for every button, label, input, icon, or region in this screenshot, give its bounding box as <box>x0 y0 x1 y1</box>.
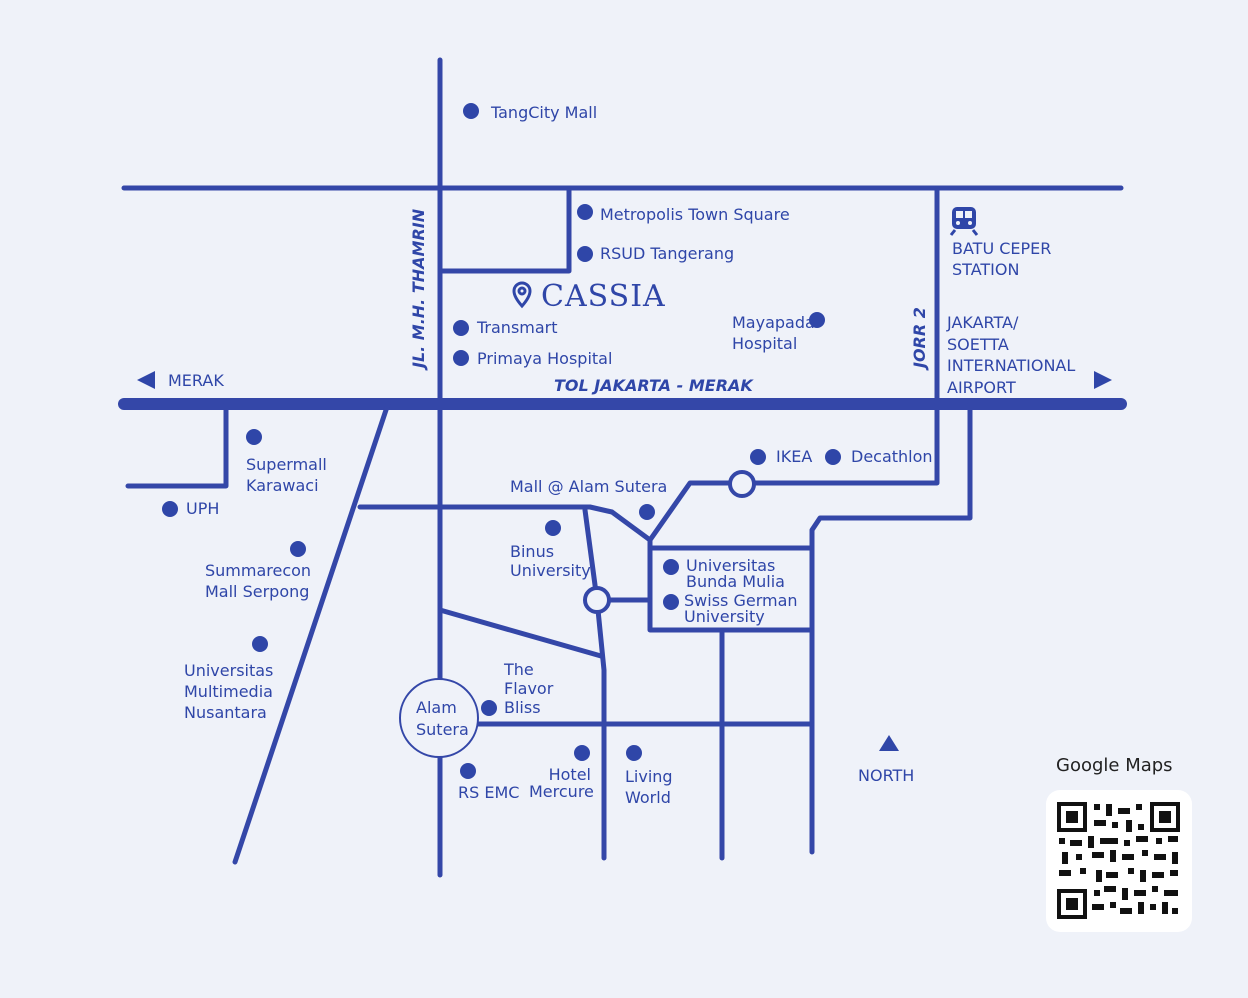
qr-title: Google Maps <box>1056 755 1173 776</box>
marker-flavor-bliss <box>481 700 497 716</box>
marker-decathlon <box>825 449 841 465</box>
landmark-label: RSUD Tangerang <box>600 244 735 263</box>
landmark-label: Universitas Multimedia Nusantara <box>184 661 274 722</box>
landmark-label: Living World <box>625 767 673 807</box>
landmark-label: Metropolis Town Square <box>600 205 790 224</box>
landmark-label: Primaya Hospital <box>477 349 613 368</box>
landmark-label: UPH <box>186 499 220 518</box>
marker-transmart <box>453 320 469 336</box>
landmark-markers <box>162 103 841 779</box>
marker-ubm <box>663 559 679 575</box>
marker-ikea <box>750 449 766 465</box>
qr-card[interactable] <box>1046 790 1192 932</box>
landmark-label: Mall @ Alam Sutera <box>510 477 668 496</box>
marker-rs-emc <box>460 763 476 779</box>
train-icon <box>949 207 979 236</box>
landmark-label: Hotel Mercure <box>529 765 594 801</box>
north-arrow-icon <box>879 735 899 751</box>
marker-summarecon <box>290 541 306 557</box>
landmark-label: Binus University <box>510 542 591 580</box>
alam-sutera-label: Alam Sutera <box>416 698 469 739</box>
marker-metropolis <box>577 204 593 220</box>
toll-road-label: TOL JAKARTA - MERAK <box>554 376 753 395</box>
marker-supermall <box>246 429 262 445</box>
marker-living-world <box>626 745 642 761</box>
landmark-label: IKEA <box>776 447 813 466</box>
thamrin-road-label: JL. M.H. THAMRIN <box>409 208 428 368</box>
marker-umn <box>252 636 268 652</box>
landmark-label: Universitas Bunda Mulia <box>686 556 785 591</box>
west-direction-label: MERAK <box>168 371 224 390</box>
qr-code-icon <box>1057 802 1180 919</box>
landmark-label: RS EMC <box>458 783 520 802</box>
landmark-label: Mayapada Hospital <box>732 313 815 353</box>
marker-tangcity <box>463 103 479 119</box>
marker-mercure <box>574 745 590 761</box>
marker-uph <box>162 501 178 517</box>
roundabout-ikea <box>728 470 756 498</box>
jorr-road-label: JORR 2 <box>910 307 929 368</box>
north-label: NORTH <box>858 766 915 785</box>
east-arrow-icon <box>1094 371 1112 389</box>
marker-primaya <box>453 350 469 366</box>
alam-sutera-circle <box>399 678 479 758</box>
landmark-label: TangCity Mall <box>491 103 598 122</box>
marker-binus <box>545 520 561 536</box>
cassia-brand: CASSIA <box>541 279 666 314</box>
roundabout-binus <box>583 586 611 614</box>
road-network <box>118 57 1127 878</box>
landmark-label: Decathlon <box>851 447 933 466</box>
east-direction-label: JAKARTA/ SOETTA INTERNATIONAL AIRPORT <box>947 313 1076 397</box>
landmark-label: Supermall Karawaci <box>246 455 327 495</box>
marker-mall-alam-sutera <box>639 504 655 520</box>
west-arrow-icon <box>137 371 155 389</box>
landmark-label: The Flavor Bliss <box>504 660 554 717</box>
marker-sgu <box>663 594 679 610</box>
landmark-label: Transmart <box>477 318 558 337</box>
station-label: BATU CEPER STATION <box>952 239 1052 279</box>
marker-rsud <box>577 246 593 262</box>
marker-mayapada <box>809 312 825 328</box>
landmark-label: Summarecon Mall Serpong <box>205 561 312 601</box>
location-pin-icon <box>512 281 532 309</box>
landmark-label: Swiss German University <box>684 591 798 626</box>
